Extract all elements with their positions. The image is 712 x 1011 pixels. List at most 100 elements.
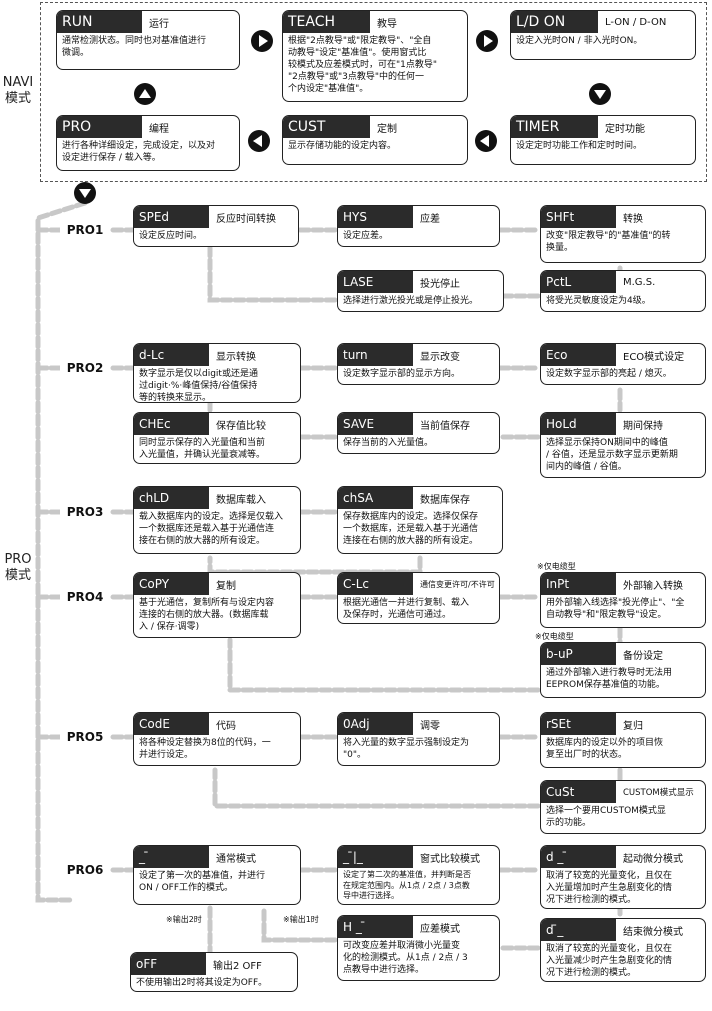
setting-code: CoPY <box>134 573 209 595</box>
setting-title: 数据库保存 <box>413 487 470 509</box>
setting-desc: 将受光灵敏度设定为4级。 <box>546 296 651 306</box>
setting-title: 保存值比较 <box>209 413 266 435</box>
setting-title: 应差 <box>413 206 440 228</box>
setting-title: 转换 <box>616 206 643 228</box>
setting-desc: 取消了较宽的光量变化，且仅在 入光量减少时产生急剧变化的情 况下进行检测的模式。 <box>546 944 673 978</box>
navi-mode-label: NAVI 模式 <box>2 75 34 106</box>
navi-code: CUST <box>283 116 370 138</box>
setting-title: ECO模式设定 <box>616 344 685 366</box>
setting-box-fall-diff-mode: d ̄_结束微分模式 取消了较宽的光量变化，且仅在 入光量减少时产生急剧变化的情… <box>540 918 706 982</box>
note-output1: ※输出1时 <box>283 915 319 924</box>
setting-code: SHFt <box>541 206 616 228</box>
setting-code: InPt <box>541 573 616 595</box>
arrow-down-icon <box>74 182 96 204</box>
setting-code: d _ ̄ <box>541 846 616 868</box>
navi-title: L-ON / D-ON <box>598 11 667 33</box>
pro6-label: PRO6 <box>60 861 110 879</box>
arrow-right-icon <box>251 30 273 52</box>
navi-code: PRO <box>57 116 142 138</box>
setting-desc: 改变"限定教导"的"基准值"的转 换量。 <box>546 231 671 253</box>
setting-code: turn <box>338 344 413 366</box>
setting-title: 通信变更许可/不许可 <box>413 573 495 595</box>
setting-code: PctL <box>541 271 616 293</box>
setting-title: CUSTOM模式显示 <box>616 781 694 803</box>
navi-desc: 进行各种详细设定，完成设定，以及对 设定进行保存 / 载入等。 <box>62 141 216 163</box>
setting-title: 投光停止 <box>413 271 460 293</box>
setting-desc: 可改变应差并取消微小光量变 化的检测模式。从1点 / 2点 / 3 点教导中进行… <box>343 941 468 975</box>
setting-code: d-Lc <box>134 344 209 366</box>
setting-desc: 设定反应时间。 <box>139 231 203 241</box>
arrow-left-icon <box>248 130 270 152</box>
setting-desc: 数字显示是仅以digit或还是通 过digit·%·峰值保持/谷值保持 等的转换… <box>139 369 258 403</box>
setting-desc: 将各种设定替换为8位的代码，一 并进行设定。 <box>139 738 271 760</box>
setting-desc: 根据光通信一并进行复制、载入 及保存时，光通信可通过。 <box>343 598 470 620</box>
navi-title: 教导 <box>370 11 397 33</box>
setting-title: 反应时间转换 <box>209 206 276 228</box>
setting-code: CuSt <box>541 781 616 803</box>
navi-code: L/D ON <box>511 11 598 33</box>
setting-title: 复归 <box>616 713 643 735</box>
arrow-down-icon <box>589 83 611 105</box>
setting-title: 结束微分模式 <box>616 919 683 941</box>
setting-desc: 设定了第二次的基准值，并判断是否 在规定范围内。从1点 / 2点 / 3点教 导… <box>343 870 471 900</box>
setting-desc: 不使用输出2时将其设定为OFF。 <box>136 978 268 988</box>
navi-desc: 设定入光时ON / 非入光时ON。 <box>516 36 643 46</box>
navi-code: TEACH <box>283 11 370 33</box>
note-cable-only: ※仅电缆型 <box>535 632 574 641</box>
setting-desc: 同时显示保存的入光量值和当前 入光量值，并确认光量衰减等。 <box>139 438 266 460</box>
setting-desc: 将入光量的数字显示强制设定为 "0"。 <box>343 738 470 760</box>
navi-desc: 通常检测状态。同时也对基准值进行 微调。 <box>62 36 207 58</box>
pro1-label: PRO1 <box>60 221 110 239</box>
setting-code: LASE <box>338 271 413 293</box>
arrow-up-icon <box>134 83 156 105</box>
setting-desc: 选择进行激光投光或是停止投光。 <box>343 296 479 306</box>
note-output2: ※输出2时 <box>166 915 202 924</box>
setting-code: _ ̄|_ <box>338 846 413 868</box>
setting-code: SPEd <box>134 206 209 228</box>
setting-title: 窗式比较模式 <box>413 846 480 868</box>
setting-desc: 通过外部输入进行教导时无法用 EEPROM保存基准值的功能。 <box>546 668 673 690</box>
setting-desc: 数据库内的设定以外的项目恢 复至出厂时的状态。 <box>546 738 664 760</box>
pro5-label: PRO5 <box>60 728 110 746</box>
navi-title: 运行 <box>142 11 169 33</box>
setting-code: H _ ̄ <box>338 916 413 938</box>
pro4-label: PRO4 <box>60 588 110 606</box>
setting-desc: 用外部输入线选择"投光停止"、"全 自动教导"和"限定教导"设定。 <box>546 598 685 620</box>
setting-code: Eco <box>541 344 616 366</box>
setting-title: 外部输入转换 <box>616 573 683 595</box>
setting-title: 数据库载入 <box>209 487 266 509</box>
navi-title: 定制 <box>370 116 397 138</box>
setting-code: chSA <box>338 487 413 509</box>
setting-title: 显示改变 <box>413 344 460 366</box>
navi-desc: 显示存储功能的设定内容。 <box>288 141 397 151</box>
pro-mode-label: PRO 模式 <box>4 552 32 583</box>
setting-title: 代码 <box>209 713 236 735</box>
setting-title: 起动微分模式 <box>616 846 683 868</box>
navi-desc: 设定定时功能工作和定时时间。 <box>516 141 643 151</box>
setting-code: oFF <box>131 953 206 975</box>
setting-title: 应差模式 <box>413 916 460 938</box>
navi-code: RUN <box>57 11 142 33</box>
note-cable-only: ※仅电缆型 <box>537 562 576 571</box>
setting-title: M.G.S. <box>616 271 656 293</box>
arrow-right-icon <box>476 30 498 52</box>
setting-desc: 取消了较宽的光量变化，且仅在 入光量增加时产生急剧变化的情 况下进行检测的模式。 <box>546 871 673 905</box>
pro2-label: PRO2 <box>60 359 110 377</box>
